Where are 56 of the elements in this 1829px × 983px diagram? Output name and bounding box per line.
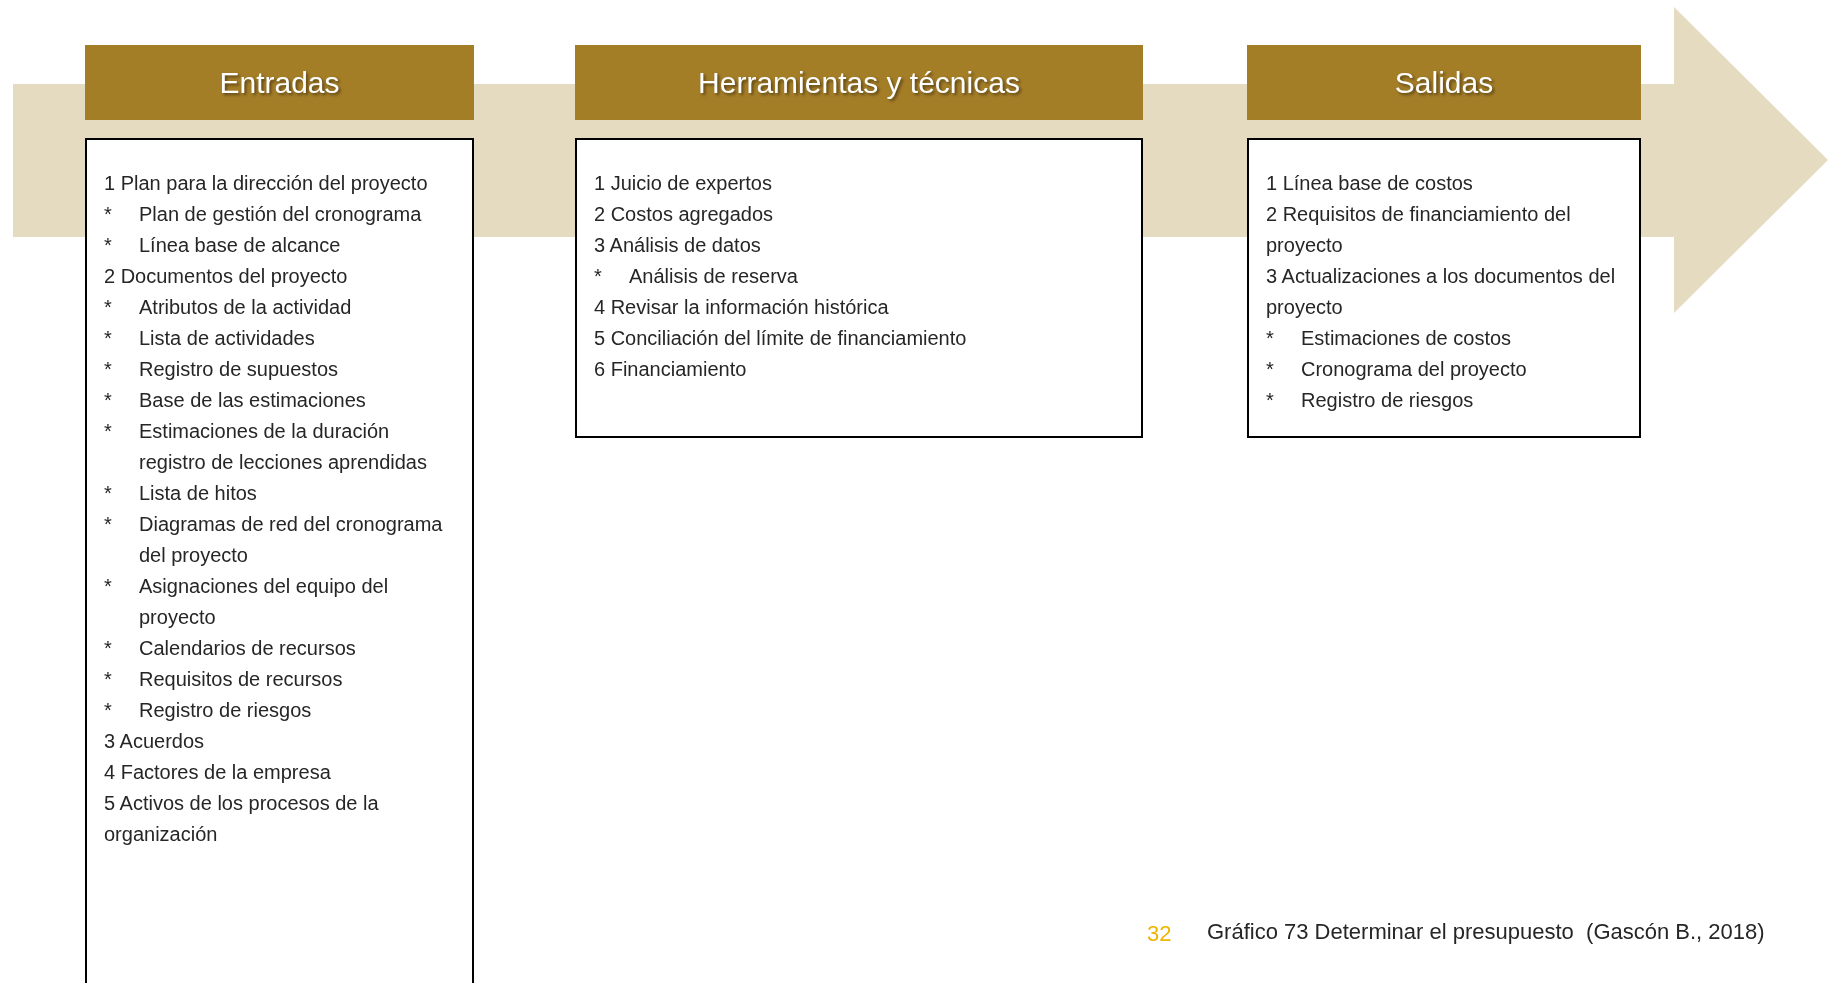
list-item: Lista de actividades [139,326,315,351]
list-item: 2 Requisitos de financiamiento del proyecto [1266,202,1572,258]
bullet-marker: * [1266,326,1275,351]
header-box: Entradas [85,45,474,120]
list-item: Estimaciones de costos [1301,326,1512,351]
bullet-marker: * [1266,357,1275,382]
list-item: Asignaciones del equipo del proyecto [139,574,390,630]
bullet-marker: * [594,264,603,289]
list-item: 3 Actualizaciones a los documentos del proyecto [1266,264,1617,320]
list-item: 6 Financiamiento [594,357,748,382]
bullet-marker: * [104,357,113,382]
list-item: Análisis de reserva [629,264,798,289]
list-item: 1 Línea base de costos [1266,171,1474,196]
list-item: Lista de hitos [139,481,257,506]
list-item: 5 Activos de los procesos de la organización [104,791,380,847]
list-item: Registro de riesgos [139,698,312,723]
bullet-marker: * [104,388,113,413]
bullet-marker: * [104,326,113,351]
list-box [1247,138,1641,438]
list-item: 3 Análisis de datos [594,233,762,258]
page-number: 32 [1147,920,1172,948]
list-item: 4 Factores de la empresa [104,760,332,785]
list-item: 2 Costos agregados [594,202,774,227]
bullet-marker: * [104,512,113,537]
list-item: Base de las estimaciones [139,388,366,413]
list-item: 1 Juicio de expertos [594,171,773,196]
list-item: Plan de gestión del cronograma [139,202,422,227]
list-box [575,138,1143,438]
list-item: 5 Conciliación del límite de financiamiento [594,326,968,351]
list-item: Registro de riesgos [1301,388,1474,413]
bullet-marker: * [104,233,113,258]
bullet-marker: * [104,698,113,723]
list-item: 4 Revisar la información histórica [594,295,890,320]
bullet-marker: * [104,295,113,320]
bullet-marker: * [1266,388,1275,413]
bullet-marker: * [104,419,113,444]
list-item: 2 Documentos del proyecto [104,264,349,289]
list-item: Estimaciones de la duración registro de lecciones aprendidas [139,419,428,475]
bullet-marker: * [104,202,113,227]
list-item: 3 Acuerdos [104,729,206,754]
list-item: Atributos de la actividad [139,295,352,320]
bullet-marker: * [104,574,113,599]
list-item: Diagramas de red del cronograma del proyecto [139,512,444,568]
bullet-marker: * [104,667,113,692]
list-item: Cronograma del proyecto [1301,357,1527,382]
list-box [85,138,474,983]
bullet-marker: * [104,481,113,506]
caption: Gráfico 73 Determinar el presupuesto (Gascón B., 2018) [1207,918,1765,946]
list-item: Calendarios de recursos [139,636,356,661]
list-item: Línea base de alcance [139,233,341,258]
header-box: Salidas [1247,45,1641,120]
list-item: 1 Plan para la dirección del proyecto [104,171,429,196]
bullet-marker: * [104,636,113,661]
header-box: Herramientas y técnicas [575,45,1143,120]
list-item: Registro de supuestos [139,357,338,382]
list-item: Requisitos de recursos [139,667,343,692]
